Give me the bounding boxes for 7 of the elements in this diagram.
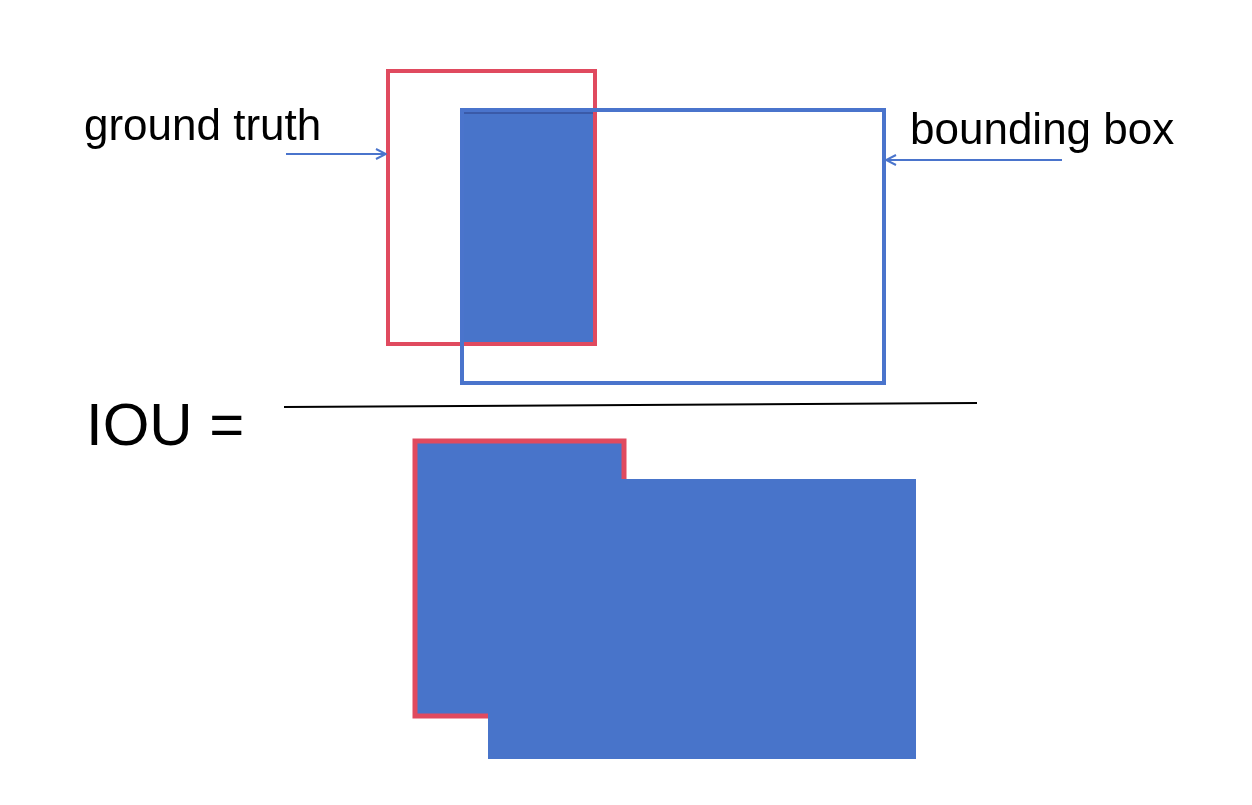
leader-arrow (885, 154, 1063, 166)
callout-text: ground truth (84, 100, 322, 150)
predicted-rectangle (460, 108, 886, 385)
callout-text: bounding box (910, 104, 1175, 154)
ground-truth-rectangle (386, 69, 597, 346)
leader-arrow (285, 148, 387, 160)
formula-label: IOU = (86, 390, 245, 460)
